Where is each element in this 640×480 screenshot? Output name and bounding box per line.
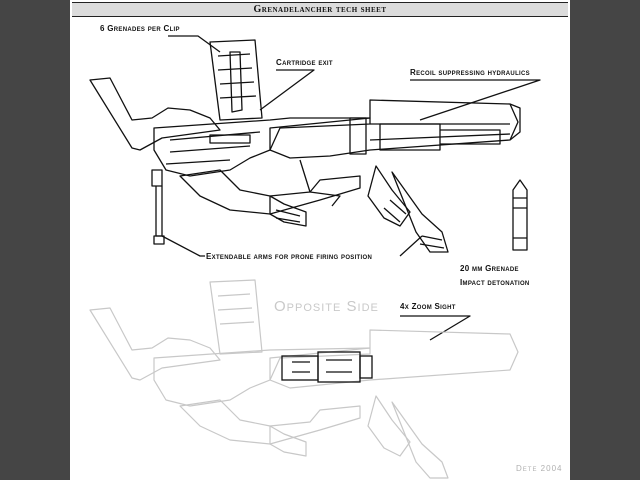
tech-sheet: Grenadelancher tech sheet	[70, 0, 570, 480]
bipod-mount	[151, 169, 163, 187]
label-opposite-side: Opposite Side	[274, 298, 379, 315]
label-extendable-arms: Extendable arms for prone firing positio…	[206, 252, 373, 261]
opposite-side-view	[89, 279, 519, 479]
page-title: Grenadelancher tech sheet	[253, 4, 387, 15]
magazine-clip	[209, 39, 263, 121]
bipod-leg	[155, 186, 163, 237]
front-arm	[391, 171, 449, 253]
title-bar: Grenadelancher tech sheet	[72, 2, 568, 17]
grenade-launcher-drawing	[89, 35, 541, 479]
cartridge-port	[209, 134, 251, 144]
lower-housing	[179, 169, 361, 215]
leader-recoil	[410, 79, 541, 121]
rear-stock	[89, 77, 221, 151]
launcher-side-view	[89, 35, 541, 341]
clamp-ring	[349, 117, 367, 155]
leader-cartridge	[259, 69, 315, 111]
zoom-sight	[281, 351, 373, 383]
leader-sight	[400, 315, 471, 341]
leader-arms	[161, 235, 423, 257]
rear-grip	[269, 195, 307, 227]
signature: Dete 2004	[516, 464, 563, 473]
label-zoom-sight: 4x Zoom Sight	[400, 302, 456, 311]
label-recoil-hydraulics: Recoil suppressing hydraulics	[410, 68, 530, 77]
barrel-shroud	[269, 99, 519, 159]
label-grenades-per-clip: 6 Grenades per Clip	[100, 24, 180, 33]
label-grenade-caliber: 20 mm Grenade	[460, 264, 519, 273]
label-cartridge-exit: Cartridge exit	[276, 58, 333, 67]
leader-clip	[168, 35, 221, 53]
receiver	[153, 117, 371, 177]
front-grip	[367, 165, 411, 227]
grenade-round	[512, 179, 528, 251]
trigger-guard	[299, 159, 341, 207]
label-grenade-detonation: Impact detonation	[460, 278, 530, 287]
hydraulic-cylinder	[379, 123, 441, 151]
